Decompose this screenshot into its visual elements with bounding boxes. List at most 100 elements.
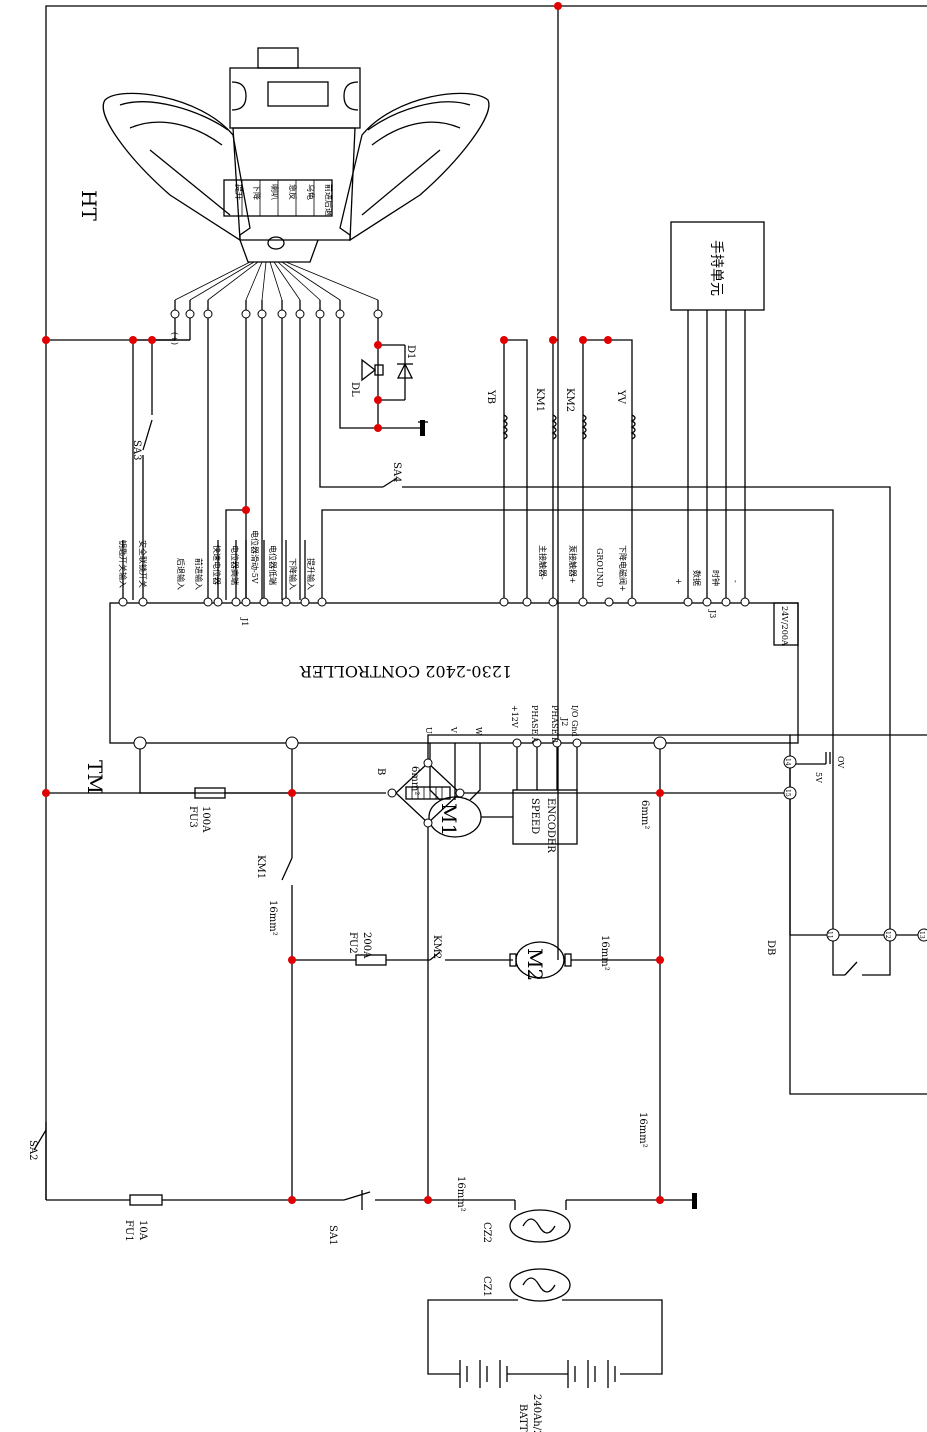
j3-pin-2: 数据	[692, 570, 702, 586]
j3-terminals: + 数据 时钟 -	[674, 570, 750, 607]
j1-pin-9: 下降输入	[288, 558, 298, 590]
coil-group: YB KM1 KM2 YV	[485, 339, 636, 600]
j1-terminals: 钥匙开关输入 安全联锁开关 后退输入 前进输入 快速电位器 电位器高端 电位器滑…	[118, 530, 327, 607]
db-label: DB	[765, 940, 776, 955]
j2-pin-3: GROUND	[595, 548, 604, 587]
km1-label: KM1	[255, 855, 266, 879]
fu3-rating: 100A	[200, 806, 211, 833]
db-block: DB 5V OV 11 12 13 14 15	[765, 734, 927, 1095]
d1-label: D1	[405, 345, 416, 359]
w-label: W	[474, 727, 483, 736]
fu1-label: FU1	[123, 1220, 134, 1242]
m1-label: M1	[437, 803, 461, 836]
controller-name: 1230-2402 CONTROLLER	[299, 662, 512, 681]
hand-unit: 手持单元	[670, 221, 765, 600]
power-wires: FU3 100A KM1 16mm² M2 FU2 200A KM2 16mm²…	[27, 734, 791, 1245]
diode-d1: D1	[396, 345, 416, 379]
controller-bottom: TM U V W +12V PHASE A PHASE B I/O Gnd	[83, 705, 667, 794]
fu1-rating: 10A	[137, 1220, 148, 1241]
v-label: V	[449, 726, 458, 733]
button-label-4: 急反	[288, 184, 298, 200]
db-pin-15: 15	[784, 789, 791, 797]
sa3-label: SA3	[131, 440, 142, 460]
j2-top-terminals: 主接触器- 泵接触器+ GROUND 下降电磁阀+	[499, 545, 637, 607]
sw-5v-label: 5V	[814, 772, 823, 783]
j3-label: J3	[708, 609, 717, 618]
u-label: U	[424, 727, 433, 734]
j1-pin-6: 电位器高端	[230, 545, 240, 585]
encoder-label-1: SPEED	[529, 798, 540, 834]
km1-coil-label: KM1	[534, 388, 545, 412]
controller-rating: 24V/200A	[780, 606, 789, 646]
handle-cable	[174, 261, 379, 310]
motor-m1: M1 SPEED ENCODER 6mm²	[409, 743, 578, 853]
wire-16mm-a: 16mm²	[267, 900, 278, 936]
j1-label: J1	[240, 617, 249, 626]
j1-pin-5: 快速电位器	[212, 545, 222, 585]
controller-box: 24V/200A 1230-2402 CONTROLLER J1 J3 J2	[109, 602, 799, 744]
horn-dl: DL	[349, 358, 384, 397]
j1-pin-10: 提升输入	[306, 558, 316, 590]
j1-pin-2: 安全联锁开关	[138, 540, 148, 588]
sa2-label: SA2	[27, 1140, 38, 1160]
button-label-1: 提升	[234, 184, 244, 200]
yv-label: YV	[615, 389, 626, 405]
j3-pin-1: +	[674, 578, 683, 585]
j3-pin-4: -	[731, 580, 740, 583]
button-label-2: 下降	[252, 184, 262, 200]
plus12v-label: +12V	[510, 705, 519, 728]
j1-pin-4: 前进输入	[194, 558, 204, 590]
wire-16mm-d: 16mm²	[455, 1176, 466, 1212]
fu2-rating: 200A	[361, 932, 372, 959]
hand-unit-label: 手持单元	[708, 240, 724, 296]
j1-pin-7: 电位器滑动-5V	[250, 530, 260, 584]
j1-pin-3: 后退输入	[176, 558, 186, 590]
j1-pin-1: 钥匙开关输入	[118, 540, 128, 588]
cz1-label: CZ1	[481, 1276, 492, 1297]
wire-16mm-c: 16mm²	[637, 1112, 648, 1148]
junction-dots	[42, 2, 664, 1204]
db-pin-14: 14	[784, 758, 791, 766]
km2-label: KM2	[431, 935, 442, 959]
tm-label: TM	[83, 760, 107, 794]
km2-coil-label: KM2	[564, 388, 575, 412]
cz2-label: CZ2	[481, 1222, 492, 1243]
db-pin-11: 11	[826, 931, 833, 939]
handle-connector: (+)	[170, 309, 383, 345]
m2-label: M2	[523, 948, 547, 981]
connectors-battery: CZ2 CZ1 BATT 240Ah/24V	[427, 1209, 663, 1432]
j2-pin-4: 下降电磁阀+	[618, 545, 628, 592]
button-panel-cells: 提升 下降 喇叭 急反 乌龟 前进后退	[234, 180, 334, 216]
dl-label: DL	[349, 382, 360, 397]
db-pin-13: 13	[918, 931, 925, 939]
j1-wires	[122, 318, 891, 935]
wire-16mm-b: 16mm²	[599, 935, 610, 971]
batt-label: BATT	[517, 1404, 528, 1432]
bridge-b: B	[375, 758, 465, 828]
sw-ov-label: OV	[836, 756, 845, 768]
b-label: B	[375, 768, 386, 775]
j2-label: J2	[560, 717, 569, 726]
button-label-6: 前进后退	[324, 184, 334, 216]
wire-6mm-b: 6mm²	[639, 800, 650, 829]
j3-pin-3: 时钟	[711, 570, 721, 586]
sa4-label: SA4	[391, 462, 402, 482]
button-label-3: 喇叭	[270, 184, 280, 200]
j1-pin-8: 电位器低端	[268, 545, 278, 585]
fu2-label: FU2	[347, 932, 358, 954]
wire-6mm-a: 6mm²	[409, 766, 420, 795]
fu3-label: FU3	[187, 806, 198, 828]
button-label-5: 乌龟	[306, 184, 316, 200]
sa1-label: SA1	[327, 1225, 338, 1245]
db-pin-12: 12	[884, 931, 891, 939]
j2-pin-2: 泵接触器+	[568, 545, 578, 584]
batt-rating: 240Ah/24V	[531, 1394, 542, 1432]
yb-label: YB	[485, 389, 496, 404]
battery: BATT 240Ah/24V	[459, 1360, 616, 1432]
ht-label: HT	[77, 190, 101, 221]
frame-wires	[45, 5, 927, 1200]
phase-b-label: PHASE B	[550, 705, 559, 743]
io-gnd-label: I/O Gnd	[570, 705, 579, 737]
encoder-label-2: ENCODER	[545, 798, 556, 853]
